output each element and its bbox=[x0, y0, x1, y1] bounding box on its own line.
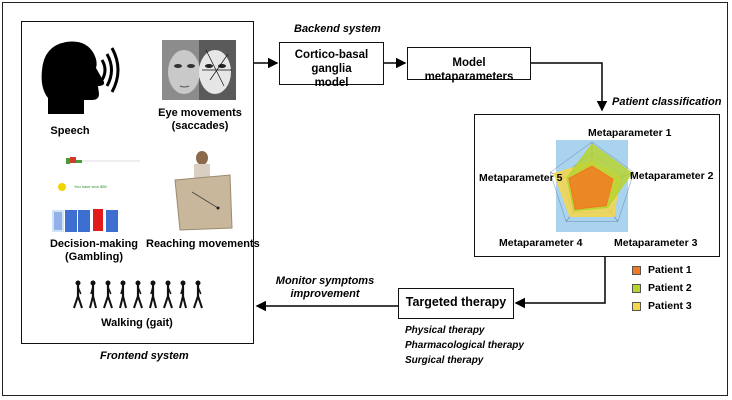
metaparameters-box-text: Model metaparameters bbox=[424, 57, 514, 83]
legend-swatch-patient-1 bbox=[632, 266, 641, 275]
gambling-task-image bbox=[52, 157, 140, 232]
model-line1: Cortico-basal ganglia bbox=[294, 49, 369, 75]
therapy-box-text: Targeted therapy bbox=[405, 295, 507, 309]
face-saccades-image bbox=[162, 40, 236, 100]
reaching-person-image bbox=[174, 151, 233, 231]
speaking-head-icon bbox=[41, 41, 120, 114]
legend-label-patient-1: Patient 1 bbox=[648, 264, 692, 276]
axis-label-1: Metaparameter 1 bbox=[588, 127, 672, 139]
classification-caption: Patient classification bbox=[612, 96, 722, 108]
monitor-line1: Monitor symptoms bbox=[275, 275, 375, 287]
eye-movements-label: Eye movements (saccades) bbox=[150, 107, 250, 133]
decision-making-line2: (Gambling) bbox=[64, 251, 124, 263]
walking-label: Walking (gait) bbox=[101, 317, 173, 329]
model-line2: model bbox=[314, 77, 349, 89]
metaparameters-box bbox=[407, 47, 531, 80]
walker-figure bbox=[73, 280, 83, 309]
model-box-text: Cortico-basal ganglia model bbox=[279, 48, 384, 90]
walker-figure bbox=[163, 280, 173, 309]
eye-movements-line2: (saccades) bbox=[171, 120, 229, 132]
legend-label-patient-3: Patient 3 bbox=[648, 300, 692, 312]
arrow-metaparameters-to-classification bbox=[531, 62, 608, 112]
eye-movements-line1: Eye movements bbox=[158, 107, 242, 119]
axis-label-3: Metaparameter 3 bbox=[614, 237, 698, 249]
radar-grid-ring bbox=[549, 141, 635, 222]
walker-figure bbox=[179, 280, 187, 309]
axis-label-5: Metaparameter 5 bbox=[479, 172, 563, 184]
legend-swatch-patient-3 bbox=[632, 302, 641, 311]
model-box bbox=[279, 42, 384, 85]
radar-series-patient-1 bbox=[568, 165, 614, 210]
therapy-item-pharmacological: Pharmacological therapy bbox=[405, 340, 524, 351]
axis-label-2: Metaparameter 2 bbox=[630, 170, 714, 182]
therapy-box bbox=[398, 288, 514, 319]
decision-making-label: Decision-making (Gambling) bbox=[44, 238, 144, 264]
monitor-line2: improvement bbox=[290, 288, 360, 300]
walker-figure bbox=[133, 280, 143, 309]
axis-label-4: Metaparameter 4 bbox=[499, 237, 583, 249]
backend-caption: Backend system bbox=[294, 23, 381, 35]
walker-figure bbox=[103, 280, 113, 309]
outer-frame bbox=[2, 2, 728, 396]
walker-figure bbox=[89, 280, 97, 309]
speech-label: Speech bbox=[50, 125, 90, 137]
reaching-label: Reaching movements bbox=[146, 238, 260, 250]
therapy-item-physical: Physical therapy bbox=[405, 325, 485, 336]
walker-figure bbox=[149, 280, 157, 309]
arrow-classification-to-therapy bbox=[514, 257, 606, 309]
legend-swatch-patient-2 bbox=[632, 284, 641, 293]
decision-making-line1: Decision-making bbox=[49, 238, 139, 250]
monitor-caption: Monitor symptoms improvement bbox=[262, 275, 388, 301]
walker-figure bbox=[193, 280, 203, 309]
walker-figure bbox=[119, 280, 127, 309]
frontend-caption: Frontend system bbox=[100, 350, 189, 362]
therapy-item-surgical: Surgical therapy bbox=[405, 355, 484, 366]
gamble-won-text: You have won $50 bbox=[74, 184, 107, 189]
walking-gait-image bbox=[73, 280, 203, 309]
legend-label-patient-2: Patient 2 bbox=[648, 282, 692, 294]
